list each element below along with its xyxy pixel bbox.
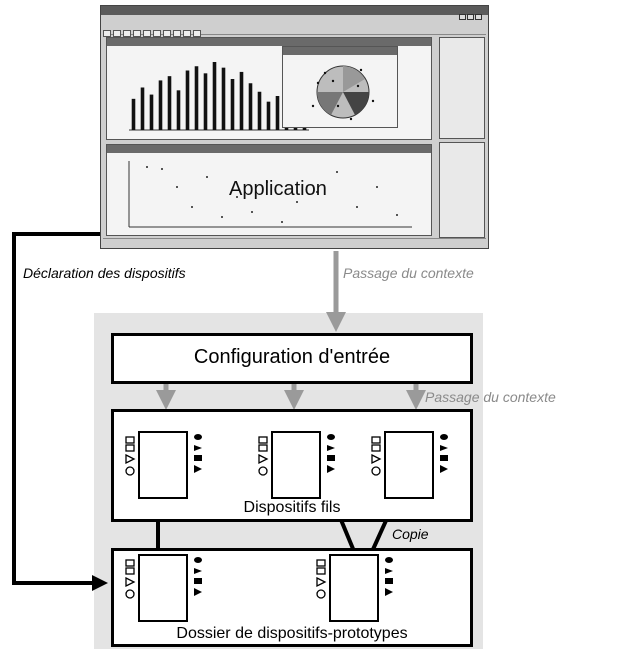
tool-icon[interactable] <box>143 30 151 37</box>
close-icon[interactable] <box>475 14 482 20</box>
declaration-arrow <box>12 232 108 591</box>
subwindow-titlebar <box>283 47 397 55</box>
device-ports-icon <box>371 434 448 476</box>
subwindow-titlebar <box>107 145 431 153</box>
chart-bar <box>239 71 244 130</box>
chart-bar <box>212 62 217 130</box>
configuration-label: Configuration d'entrée <box>193 346 391 368</box>
app-toolbar <box>103 24 486 37</box>
context-label-top: Passage du contexte <box>343 265 474 281</box>
device-ports-icon <box>125 557 202 599</box>
device-ports-icon <box>316 557 393 599</box>
app-titlebar <box>101 6 488 20</box>
chart-bar <box>131 98 136 130</box>
scatter-subwindow <box>282 46 398 128</box>
tool-icon[interactable] <box>133 30 141 37</box>
chart-bar <box>203 73 208 130</box>
chart-bar <box>248 83 253 130</box>
device-icon[interactable] <box>257 431 341 503</box>
prototype-folder-label: Dossier de dispositifs-prototypes <box>176 625 408 642</box>
chart-bar <box>185 70 190 130</box>
device-icon[interactable] <box>124 431 208 503</box>
chart-bar <box>140 87 145 130</box>
chart-bar <box>194 66 199 130</box>
chart-bar <box>230 79 235 130</box>
properties-panel <box>439 37 485 139</box>
device-page-icon <box>384 431 434 499</box>
tools-panel <box>439 142 485 238</box>
device-page-icon <box>138 431 188 499</box>
context-label-right: Passage du contexte <box>425 389 556 405</box>
chart-bar <box>158 80 163 130</box>
chart-bar <box>266 101 271 130</box>
tool-icon[interactable] <box>173 30 181 37</box>
app-statusbar <box>103 238 486 247</box>
subwindow-titlebar <box>107 38 431 46</box>
tool-icon[interactable] <box>183 30 191 37</box>
tool-icon[interactable] <box>103 30 111 37</box>
device-icon[interactable] <box>315 554 399 626</box>
radial-scatter-plot <box>311 65 375 121</box>
device-ports-icon <box>125 434 202 476</box>
chart-bar <box>176 90 181 130</box>
minimize-icon[interactable] <box>459 14 466 20</box>
device-page-icon <box>271 431 321 499</box>
application-window <box>100 5 489 249</box>
device-ports-icon <box>258 434 335 476</box>
copie-label: Copie <box>392 526 429 542</box>
tool-icon[interactable] <box>113 30 121 37</box>
dot-scatter-plot <box>128 161 412 228</box>
window-controls <box>458 7 486 20</box>
tool-icon[interactable] <box>163 30 171 37</box>
declaration-label: Déclaration des dispositifs <box>23 265 186 281</box>
device-page-icon <box>138 554 188 622</box>
scatter-subwindow-2 <box>106 144 432 236</box>
device-page-icon <box>329 554 379 622</box>
chart-bar <box>221 67 226 130</box>
tool-icon[interactable] <box>193 30 201 37</box>
maximize-icon[interactable] <box>467 14 474 20</box>
chart-bar <box>167 76 172 130</box>
chart-bar <box>275 96 280 130</box>
chart-bar <box>149 94 154 130</box>
application-label: Application <box>229 178 327 200</box>
tool-icon[interactable] <box>153 30 161 37</box>
chart-bar <box>257 91 262 130</box>
device-icon[interactable] <box>370 431 454 503</box>
child-devices-label: Dispositifs fils <box>243 499 341 516</box>
tool-icon[interactable] <box>123 30 131 37</box>
configuration-box[interactable]: Configuration d'entrée <box>111 333 473 384</box>
device-icon[interactable] <box>124 554 208 626</box>
